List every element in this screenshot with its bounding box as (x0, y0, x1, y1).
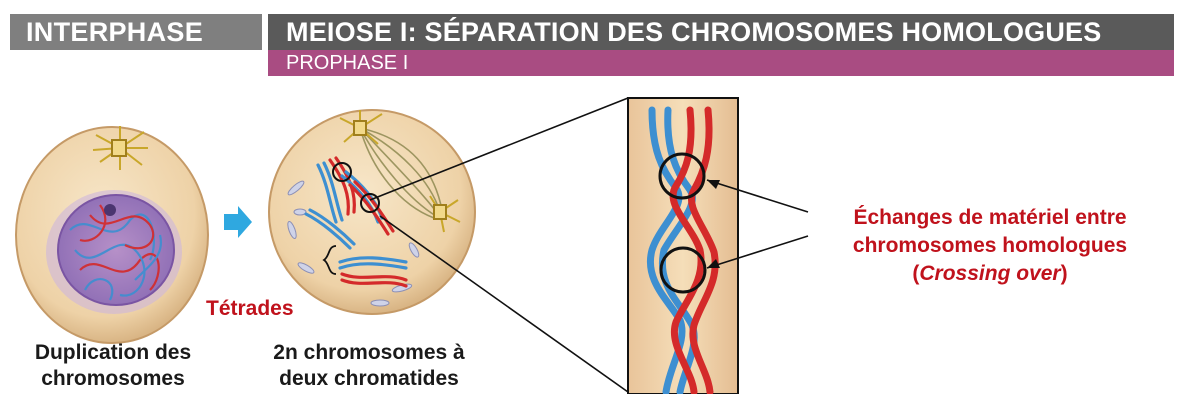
nucleolus (104, 204, 116, 216)
tetrades-label: Tétrades (206, 297, 294, 321)
two-n-caption: 2n chromosomes à deux chromatides (238, 340, 500, 392)
duplication-caption-line2: chromosomes (8, 366, 218, 392)
crossing-over-line3: (Crossing over) (802, 260, 1178, 288)
crossing-over-line2: chromosomes homologues (802, 232, 1178, 260)
prophase-cell (269, 110, 475, 314)
two-n-caption-line2: deux chromatides (238, 366, 500, 392)
crossing-over-line1: Échanges de matériel entre (802, 204, 1178, 232)
crossing-over-zoom (628, 98, 738, 394)
interphase-cell (16, 126, 208, 343)
crossing-over-term: Crossing over (919, 262, 1060, 285)
duplication-caption-line1: Duplication des (8, 340, 218, 366)
two-n-caption-line1: 2n chromosomes à (238, 340, 500, 366)
crossing-over-label: Échanges de matériel entre chromosomes h… (802, 204, 1178, 288)
duplication-caption: Duplication des chromosomes (8, 340, 218, 392)
progression-arrow (224, 206, 252, 238)
paren-close: ) (1061, 262, 1068, 285)
